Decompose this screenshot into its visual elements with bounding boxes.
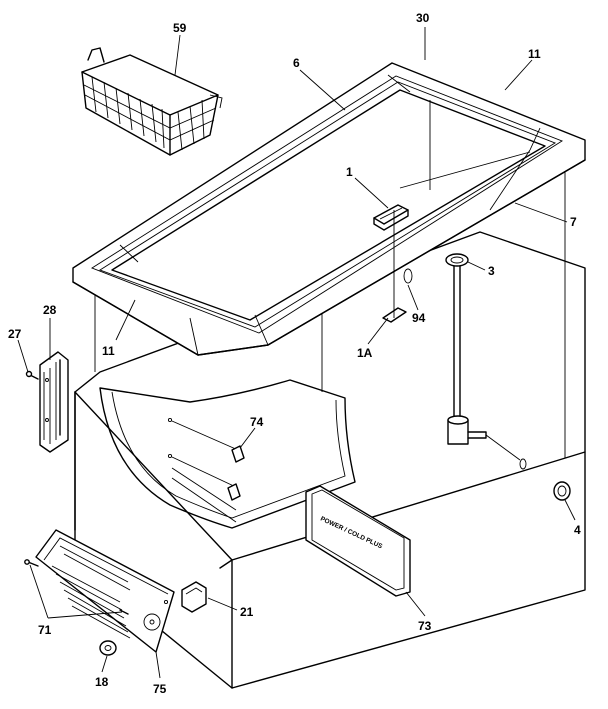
drain-cap [445,253,469,419]
callout-59: 59 [173,21,187,35]
callout-11-left: 11 [102,344,115,358]
front-grille [35,529,175,653]
wire-basket [81,47,223,156]
callout-27: 27 [8,327,22,341]
callout-75: 75 [153,682,167,696]
callout-1: 1 [346,165,353,179]
callout-7: 7 [570,215,577,229]
callout-30: 30 [416,11,430,25]
drain-fitting [447,415,527,470]
callout-11-top: 11 [528,47,541,61]
callout-94: 94 [412,311,426,325]
lid-gasket-frame [72,62,586,356]
callout-3: 3 [488,264,495,278]
retaining-clips [227,445,245,501]
callout-73: 73 [418,619,432,633]
callout-6: 6 [293,56,300,70]
latch-spring-94 [403,268,413,284]
grille-screws [24,559,129,615]
drain-plug [553,481,571,501]
callout-18: 18 [95,675,109,689]
callout-21: 21 [240,605,254,619]
callout-1a: 1A [357,346,373,360]
callout-labels: 30 59 11 6 1 7 3 94 1A 28 27 11 74 4 73 … [8,11,581,696]
leader-lines [17,27,576,679]
hinge [39,351,69,453]
callout-4: 4 [574,523,581,537]
lid-latch [373,204,409,231]
power-switch [181,581,207,613]
strike-plate-1a [382,210,407,323]
callout-71: 71 [38,623,52,637]
nameplate: POWER / COLD PLUS [305,485,411,597]
hinge-screw [25,370,39,380]
callout-74: 74 [250,415,264,429]
control-knob [99,640,117,656]
callout-28: 28 [43,303,57,317]
